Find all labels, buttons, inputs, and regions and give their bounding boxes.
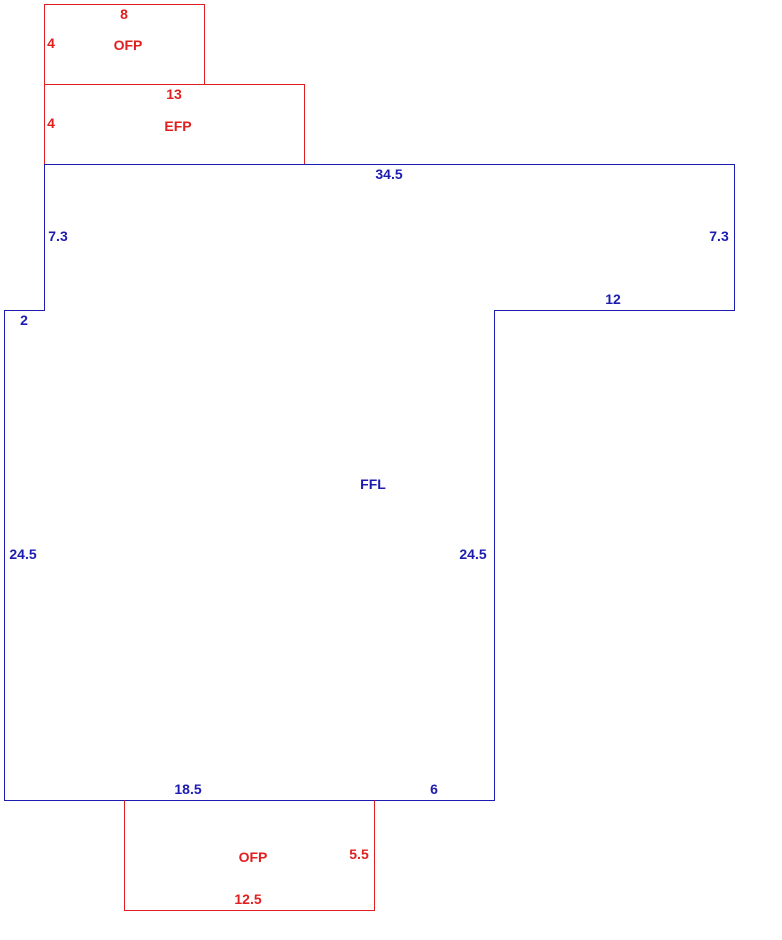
ffl-dim-step-right: 12	[605, 291, 621, 307]
ffl-dim-top: 34.5	[375, 166, 402, 182]
efp-dim-left: 4	[47, 115, 55, 131]
ofp-bottom-outline	[124, 800, 375, 911]
ffl-dim-bottom-right: 6	[430, 781, 438, 797]
ffl-dim-left-main: 24.5	[9, 546, 36, 562]
ofp-top-dim-top: 8	[120, 6, 128, 22]
efp-dim-top: 13	[166, 86, 182, 102]
efp-label: EFP	[164, 118, 191, 134]
ofp-bottom-dim-right: 5.5	[349, 846, 369, 862]
ffl-outline	[4, 164, 735, 801]
ffl-dim-right-main: 24.5	[459, 546, 486, 562]
ffl-dim-right-upper: 7.3	[709, 228, 729, 244]
ofp-bottom-label: OFP	[239, 849, 268, 865]
ffl-dim-left-upper: 7.3	[48, 228, 68, 244]
ffl-label: FFL	[360, 476, 386, 492]
ofp-bottom-dim-bottom: 12.5	[234, 891, 261, 907]
ffl-dim-bottom-left: 18.5	[174, 781, 201, 797]
ffl-dim-step-left: 2	[20, 312, 28, 328]
ofp-top-dim-left: 4	[47, 35, 55, 51]
ofp-top-label: OFP	[114, 37, 143, 53]
